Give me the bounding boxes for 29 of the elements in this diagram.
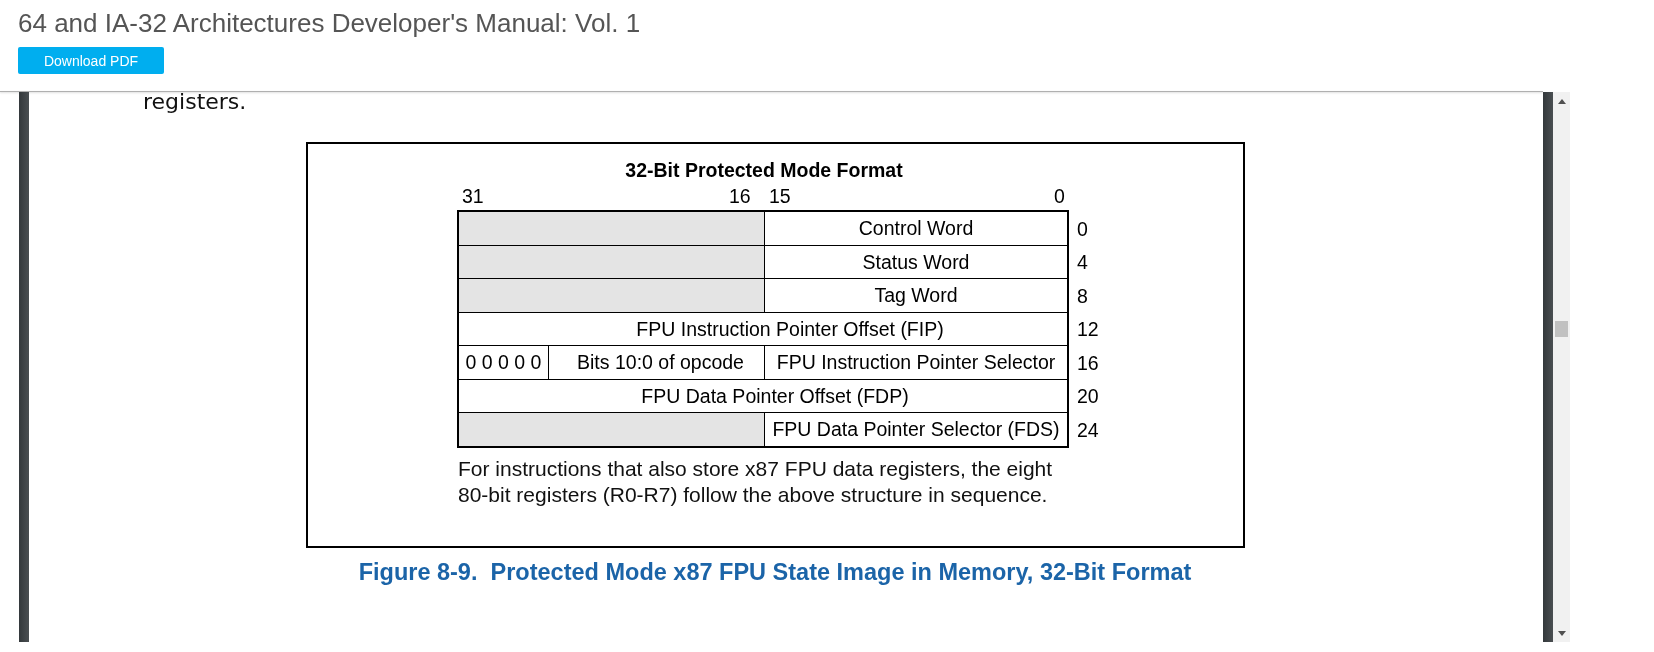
body-text: registers.: [143, 91, 247, 113]
byte-offset: 0: [1077, 217, 1088, 240]
field-label: FPU Instruction Pointer Selector: [776, 351, 1056, 374]
byte-offset: 16: [1077, 351, 1099, 374]
byte-offset: 20: [1077, 385, 1099, 408]
field-label: Control Word: [858, 217, 974, 240]
figure-note: For instructions that also store x87 FPU data registers, the eight 80-bit registers (R0-R7) follow the above structure in sequence.: [458, 456, 1054, 508]
reserved-field: [458, 412, 765, 447]
bit-number: 16: [729, 185, 751, 207]
bit-number: 0: [1054, 185, 1065, 207]
download-button: Download PDF: [18, 47, 164, 74]
byte-offset: 4: [1077, 251, 1088, 274]
byte-offset: 24: [1077, 418, 1099, 441]
field-label: FPU Data Pointer Selector (FDS): [772, 418, 1060, 441]
reserved-field: [458, 211, 765, 246]
bit-number: 31: [462, 185, 484, 207]
figure-heading: 32-Bit Protected Mode Format: [624, 159, 904, 181]
field-label: FPU Data Pointer Offset (FDP): [641, 384, 909, 407]
field-label: Status Word: [862, 250, 970, 273]
byte-offset: 12: [1077, 318, 1099, 341]
figure-caption: Figure 8-9. Protected Mode x87 FPU State Image in Memory, 32-Bit Format: [357, 558, 1193, 586]
field-label: Tag Word: [874, 284, 958, 307]
bit-number: 15: [769, 185, 791, 207]
page-title: 64 and IA-32 Architectures Developer's Manual: Vol. 1: [18, 7, 641, 39]
field-label: Bits 10:0 of opcode: [577, 351, 744, 374]
byte-offset: 8: [1077, 284, 1088, 307]
field-label: FPU Instruction Pointer Offset (FIP): [636, 317, 944, 340]
reserved-field: [458, 278, 765, 313]
field-label: 0 0 0 0 0: [465, 351, 542, 374]
